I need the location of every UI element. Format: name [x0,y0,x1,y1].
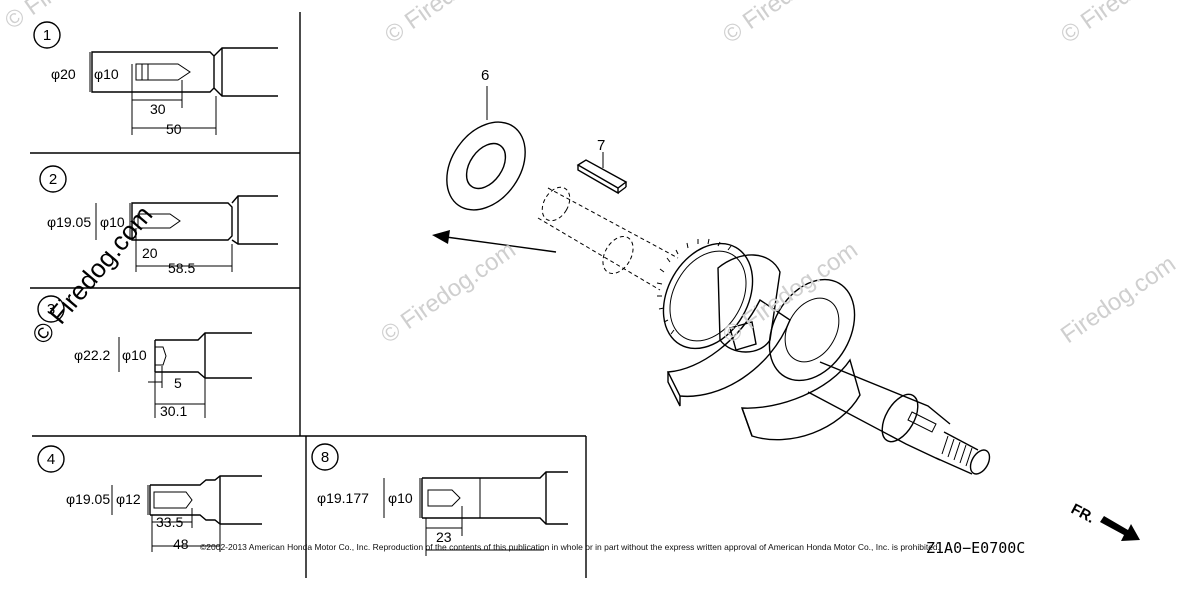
variant-8: 8 φ19.177 φ10 23 [311,443,568,556]
variant-8-dim-a: 23 [436,529,452,545]
variant-3-outer-dia: φ22.2 [74,347,111,363]
variant-1-index: 1 [43,27,51,44]
variant-1: 1 φ20 φ10 30 50 [33,21,278,137]
washer-callout: 6 [481,67,489,84]
variant-4-outer-dia: φ19.05 [66,491,110,507]
diagram-code: Z1A0−E0700C [926,539,1025,557]
variant-2-index-circle [39,165,67,193]
variant-3-index: 3 [47,301,55,318]
variant-1-dim-b: 50 [166,121,182,137]
variant-4-index: 4 [47,451,55,468]
variant-8-inner-dia: φ10 [388,490,413,506]
washer-part: 6 [446,67,526,211]
watermark-top-left: © Firedog.com [0,0,145,35]
variant-3: 3 φ22.2 φ10 5 30.1 [37,295,252,419]
variant-1-index-circle [33,21,61,49]
watermark-vertical: © Firedog.com [26,200,159,350]
variant-2-dim-a: 20 [142,245,158,261]
variant-8-outer-dia: φ19.177 [317,490,369,506]
variant-1-dim-a: 30 [150,101,166,117]
watermark-far-right: Firedog.com [1056,250,1180,349]
variant-3-index-circle [37,295,65,323]
variant-1-outer-dia: φ20 [51,66,76,82]
front-label: FR. [1068,501,1097,527]
variant-2: 2 φ19.05 φ10 20 58.5 [39,165,278,276]
assembly-arrow [432,230,557,253]
variant-2-outer-dia: φ19.05 [47,214,91,230]
watermark-center: © Firedog.com [376,236,521,349]
variant-8-index-circle [311,443,339,471]
watermark-center-right: © Firedog.com [718,236,863,349]
watermark-top-mid: © Firedog.com [380,0,525,49]
variant-3-dim-b: 30.1 [160,403,187,419]
variant-3-dim-a: 5 [174,375,182,391]
variant-4-dim-a: 33.5 [156,514,183,530]
watermark-right: © Firedog.com [1056,0,1180,49]
panel-frame [30,12,587,578]
variant-3-inner-dia: φ10 [122,347,147,363]
watermark-top-right: © Firedog.com [718,0,863,49]
variant-4-inner-dia: φ12 [116,491,141,507]
crankshaft [537,186,991,475]
key-part: 7 [576,137,628,195]
front-direction-indicator: FR. [1068,501,1140,541]
variant-4: 4 φ19.05 φ12 33.5 48 [37,445,262,552]
variant-2-inner-dia: φ10 [100,214,125,230]
copyright-notice: ©2002-2013 American Honda Motor Co., Inc… [200,542,940,552]
variant-4-index-circle [37,445,65,473]
variant-4-dim-b: 48 [173,536,189,552]
variant-2-dim-b: 58.5 [168,260,195,276]
variant-8-index: 8 [321,449,329,466]
variant-2-index: 2 [49,171,57,188]
key-callout: 7 [597,137,605,154]
front-arrow-icon [1100,516,1140,541]
variant-1-inner-dia: φ10 [94,66,119,82]
